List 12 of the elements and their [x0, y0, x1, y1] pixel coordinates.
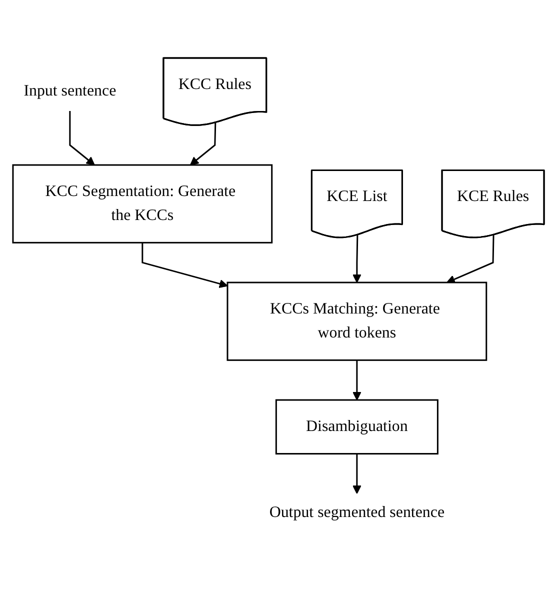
node-box: KCC Segmentation: Generate the KCCs — [12, 164, 273, 244]
arrow — [190, 122, 216, 166]
node-text: Output segmented sentence — [269, 504, 445, 521]
arrow — [352, 454, 362, 494]
arrow — [352, 234, 362, 283]
arrow — [446, 234, 494, 284]
node-box: KCCs Matching: Generate word tokens — [226, 282, 488, 361]
node-box: Disambiguation — [275, 399, 438, 454]
arrow — [69, 110, 95, 166]
arrow — [352, 360, 362, 400]
arrow — [142, 242, 228, 288]
node-text: Input sentence — [24, 82, 116, 100]
